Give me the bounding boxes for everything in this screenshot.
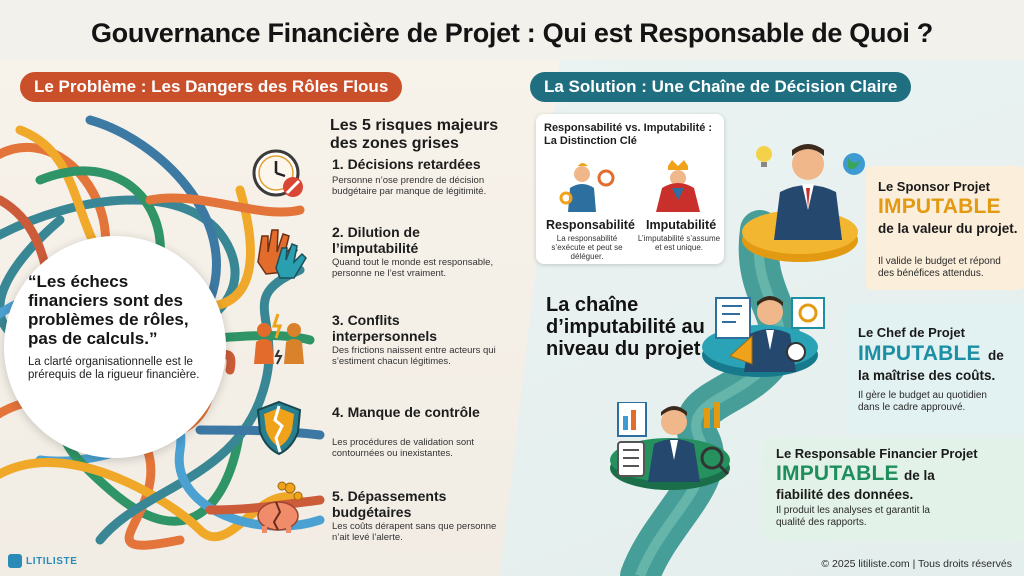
imputabilite-label: Imputabilité [646, 218, 717, 232]
quote-subtext: La clarté organisationnelle est le prére… [28, 356, 200, 381]
copyright-text: © 2025 litiliste.com | Tous droits réser… [821, 558, 1012, 570]
risks-heading: Les 5 risques majeurs des zones grises [330, 117, 499, 152]
financial-officer-role-name: Le Responsable Financier Projet [776, 446, 978, 461]
project-manager-scope: la maîtrise des coûts. [858, 368, 996, 383]
imputabilite-desc: L’imputabilité s’assume et est unique. [637, 234, 721, 252]
sponsor-role-name: Le Sponsor Projet [878, 179, 990, 194]
financial-officer-desc: Il produit les analyses et garantit la q… [776, 505, 930, 528]
solution-pill: La Solution : Une Chaîne de Décision Cla… [530, 72, 912, 102]
risk-description: Les coûts dérapent sans que personne n’a… [332, 521, 497, 543]
risk-title: 5. Dépassements budgétaires [332, 488, 447, 520]
brand-name: LITILISTE [26, 555, 78, 567]
project-manager-desc: Il gère le budget au quotidien dans le c… [858, 390, 987, 413]
broken-shield-icon [248, 396, 310, 458]
sponsor-imputable: IMPUTABLE [878, 195, 1001, 218]
brand-mark-icon [8, 554, 22, 568]
project-manager-role-name: Le Chef de Projet [858, 325, 965, 340]
distinction-title: Responsabilité vs. Imputabilité : La Dis… [544, 122, 713, 147]
risk-description: Les procédures de validation sont contou… [332, 437, 475, 459]
project-manager-scope-inline: de [988, 348, 1004, 363]
project-manager-card [846, 304, 1024, 434]
page-title: Gouvernance Financière de Projet : Qui e… [90, 18, 933, 48]
risk-title: 4. Manque de contrôle [332, 404, 480, 420]
brand-logo[interactable]: LITILISTE [8, 552, 78, 570]
sponsor-card [866, 166, 1024, 290]
sponsor-figure [756, 144, 865, 240]
worker-gears-icon [559, 163, 615, 212]
quote-circle: “Les échecs financiers sont des problème… [4, 236, 226, 458]
distinction-box: Responsabilité vs. Imputabilité : La Dis… [536, 114, 724, 264]
financial-officer-figure [617, 402, 730, 482]
financial-officer-scope: fiabilité des données. [776, 487, 914, 502]
crowned-leader-icon [656, 160, 700, 212]
sponsor-scope: de la valeur du projet. [878, 221, 1018, 236]
broken-piggy-bank-icon [248, 478, 310, 540]
responsabilite-label: Responsabilité [546, 218, 635, 232]
many-hands-icon [248, 222, 310, 284]
financial-officer-scope-inline: de la [904, 468, 935, 483]
risk-title: 3. Conflits interpersonnels [332, 312, 438, 344]
risk-description: Quand tout le monde est responsable, per… [332, 257, 494, 279]
problem-pill: Le Problème : Les Dangers des Rôles Flou… [20, 72, 403, 102]
financial-officer-imputable: IMPUTABLE [776, 462, 899, 485]
responsabilite-desc: La responsabilité s’exécute et peut se d… [551, 234, 623, 261]
risk-description: Des frictions naissent entre acteurs qui… [332, 345, 496, 367]
quote-text: “Les échecs financiers sont des problème… [28, 272, 189, 348]
project-manager-figure [715, 296, 825, 372]
conflict-people-icon [248, 310, 310, 372]
chain-title: La chaîne d’imputabilité au niveau du pr… [546, 294, 705, 360]
risk-title: 2. Dilution de l’imputabilité [332, 224, 420, 256]
risk-title: 1. Décisions retardées [332, 156, 481, 172]
financial-officer-card [764, 438, 1024, 542]
project-manager-imputable: IMPUTABLE [858, 342, 981, 365]
clock-stop-icon [248, 142, 310, 204]
risk-description: Personne n’ose prendre de décision budgé… [332, 175, 487, 197]
sponsor-desc: Il valide le budget et répond des bénéfi… [878, 256, 1001, 279]
